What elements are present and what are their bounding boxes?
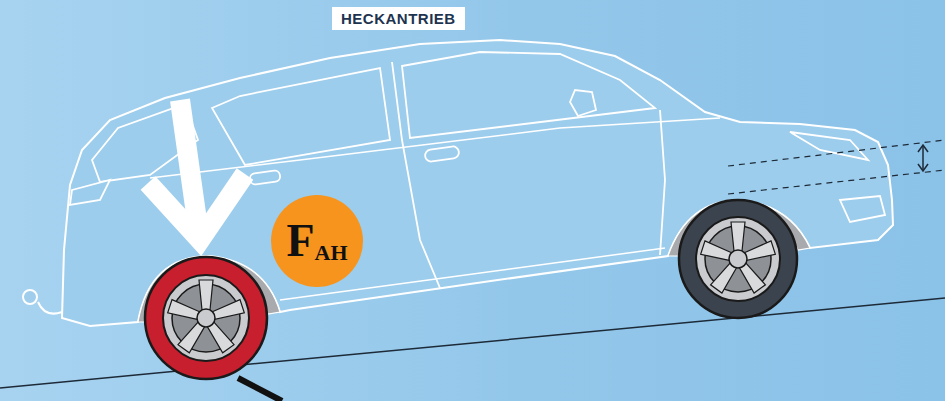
- fog-light: [840, 196, 885, 222]
- dashed-reference: [728, 170, 945, 194]
- side-window-rear: [212, 68, 390, 165]
- front-wheel: [679, 200, 797, 318]
- door-line-front: [660, 110, 665, 255]
- force-circle: FAH: [271, 195, 363, 287]
- taillight: [70, 180, 110, 205]
- force-symbol: FAH: [271, 195, 363, 287]
- tow-hitch: [38, 302, 62, 314]
- force-subscript: AH: [315, 242, 348, 264]
- dashed-reference: [728, 140, 945, 166]
- door-handle: [249, 170, 280, 185]
- door-line: [392, 62, 440, 288]
- headlight: [790, 132, 868, 160]
- circle-shape: [271, 195, 363, 287]
- height-arrow: [918, 145, 928, 171]
- load-arrow: [148, 100, 245, 240]
- shoulder-line: [150, 118, 720, 178]
- rear-wheel: [145, 257, 267, 379]
- title-label: HECKANTRIEB: [332, 7, 465, 30]
- tow-ball: [23, 290, 37, 304]
- mirror: [570, 90, 596, 116]
- door-handle: [424, 146, 459, 163]
- force-letter: F: [286, 218, 314, 264]
- force-line: [238, 378, 282, 401]
